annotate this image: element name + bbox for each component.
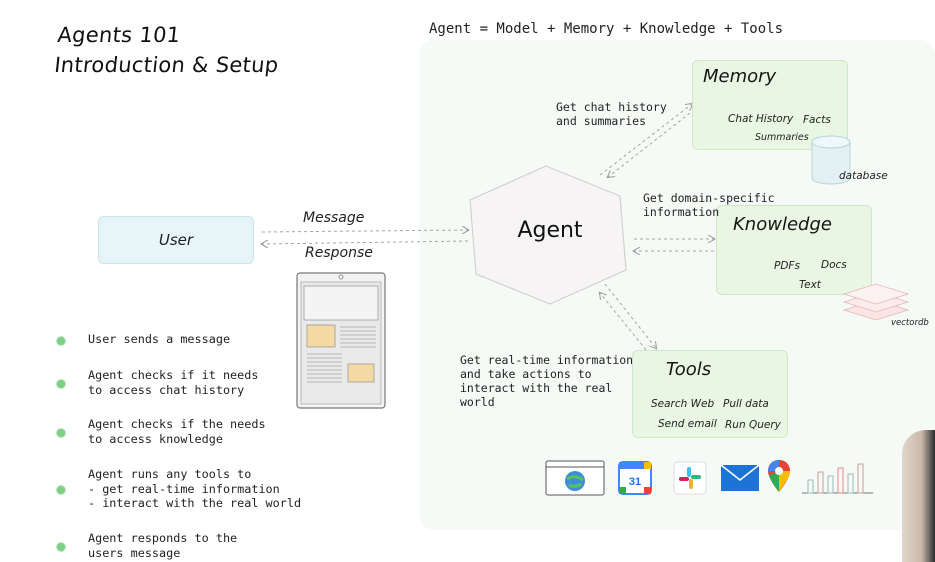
step-text: Agent checks if it needs to access chat … [88,368,259,397]
memory-annotation: Get chat history and summaries [556,100,667,128]
tools-item-run-query: Run Query [725,419,781,431]
step-text: Agent checks if the needs to access know… [88,417,266,446]
tools-annotation: Get real-time information and take actio… [460,353,634,409]
memory-item-chat-history: Chat History [728,113,794,125]
user-label: User [158,231,194,249]
memory-title: Memory [703,66,777,87]
memory-box: Memory Chat History Facts Summaries [692,60,848,150]
memory-item-facts: Facts [803,114,831,126]
tools-box: Tools Search Web Pull data Send email Ru… [632,350,788,438]
bullet-icon [56,485,66,495]
memory-item-summaries: Summaries [755,132,809,143]
agent-equation: Agent = Model + Memory + Knowledge + Too… [429,21,784,37]
knowledge-box: Knowledge PDFs Docs Text [716,205,872,295]
mail-icon [720,464,760,491]
vectordb-icon [842,283,910,321]
knowledge-annotation: Get domain-specific information [643,191,775,219]
bullet-icon [56,379,66,389]
tools-item-send-email: Send email [658,418,717,430]
knowledge-title: Knowledge [733,214,832,235]
database-label: database [839,170,888,182]
tool-icons-row: 31 [545,458,875,498]
bullet-icon [56,428,66,438]
presenter-silhouette [902,430,935,562]
knowledge-item-text: Text [799,279,821,291]
response-label: Response [305,245,373,261]
calendar-icon: 31 [618,461,652,495]
step-text: Agent runs any tools to - get real-time … [88,467,302,510]
slack-icon [673,461,707,495]
tablet-illustration [296,272,386,409]
vectordb-label: vectordb [891,318,929,328]
tools-item-search-web: Search Web [651,398,715,410]
agent-label: Agent [517,218,583,243]
step-text: User sends a message [88,332,231,346]
bullet-icon [56,336,66,346]
database-icon [811,135,851,185]
user-box: User [98,216,254,264]
bar-chart-icon [802,463,873,494]
step-text: Agent responds to the users message [88,531,238,560]
tools-item-pull-data: Pull data [723,398,769,410]
maps-pin-icon [768,460,790,492]
calendar-day: 31 [629,476,641,488]
knowledge-item-docs: Docs [821,259,847,271]
browser-globe-icon [545,460,605,496]
agent-hexagon [469,165,627,305]
tools-title: Tools [666,359,712,380]
message-label: Message [303,210,365,226]
knowledge-item-pdfs: PDFs [774,260,800,272]
bullet-icon [56,542,66,552]
